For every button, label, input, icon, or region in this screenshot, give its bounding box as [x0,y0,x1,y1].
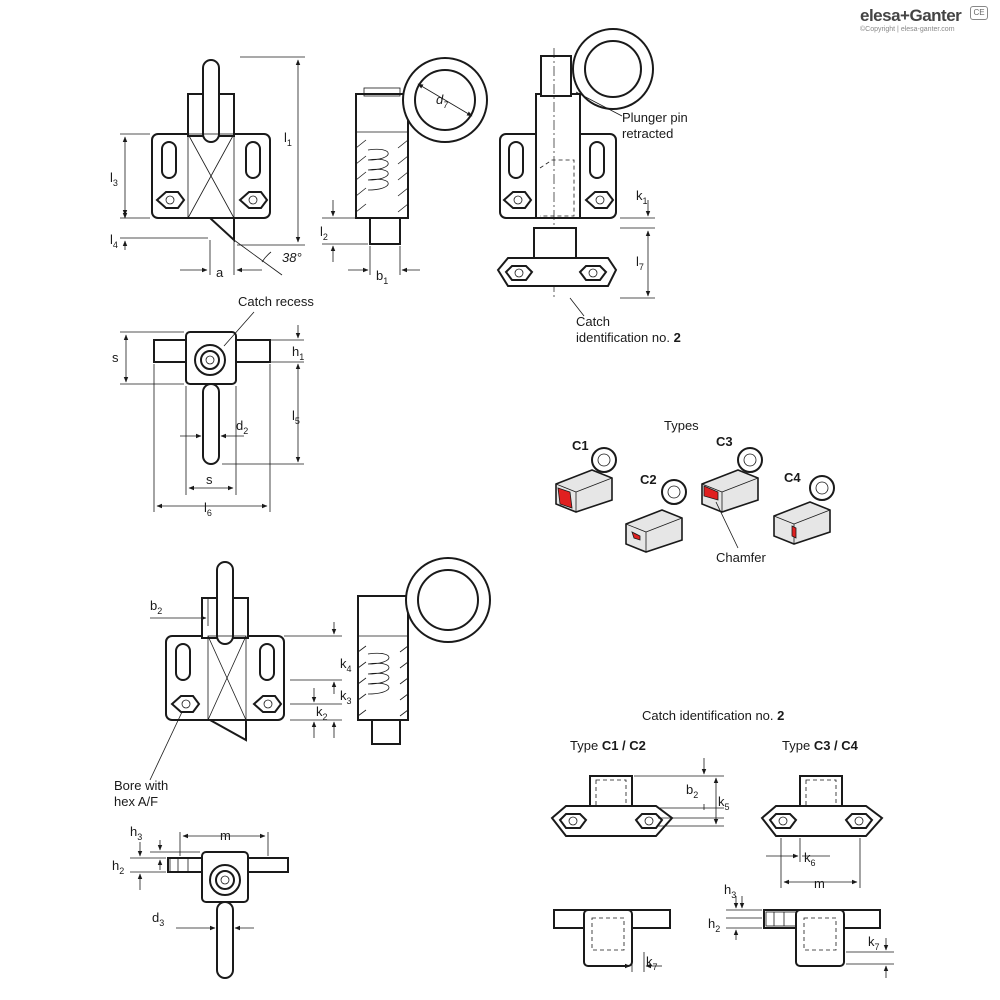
dim-l4: l4 [110,232,118,250]
dim-b1: b1 [376,268,388,286]
dim-h2-lower: h2 [112,858,124,876]
dim-l6: l6 [204,500,212,518]
dim-d7: d7 [436,92,449,110]
dim-b2: b2 [686,782,698,800]
bore-label-2: hex A/F [114,794,158,809]
catch-c1c2-front [550,758,724,837]
type-c4-label: C4 [784,470,801,485]
dim-k1: k1 [636,188,648,206]
plunger-retracted-label: Plunger pin [622,110,688,125]
dim-k2: k2 [316,704,328,722]
dim-d3: d3 [152,910,164,928]
type-c2-illustration [625,479,687,553]
plunger-retracted-label-2: retracted [622,126,673,141]
side-section-view [322,57,488,275]
front-view [120,56,305,276]
type-c3c4-heading: Type C3 / C4 [782,738,859,753]
retracted-view [496,28,655,317]
dim-k3: k3 [340,688,352,706]
dim-s-vertical: s [112,350,119,365]
dim-s-horizontal: s [206,472,213,487]
dim-d2: d2 [236,418,248,436]
dim-m: m [814,876,825,891]
type-c3-illustration [701,447,763,513]
angle-38: 38° [282,250,302,265]
dim-k6: k6 [804,850,816,868]
dim-k7-right: k7 [868,934,880,952]
brand-logo: elesa+Ganter [860,6,962,25]
type-c1c2-heading: Type C1 / C2 [570,738,646,753]
dim-k5: k5 [718,794,730,812]
dim-l3: l3 [110,170,118,188]
dim-k4: k4 [340,656,352,674]
catch-ident-label: Catch [576,314,610,329]
type-c2-label: C2 [640,472,657,487]
catch-ident-title: Catch identification no. 2 [642,708,784,723]
brand-copyright: ©Copyright | elesa-ganter.com [860,26,955,33]
front-view-lower [149,561,342,781]
chamfer-label: Chamfer [716,550,767,565]
top-view-lower [130,832,289,979]
dim-h1: h1 [292,344,304,362]
catch-recess-label: Catch recess [238,294,314,309]
dim-l5: l5 [292,408,300,426]
dim-k7-left: k7 [646,954,658,972]
type-c1-illustration [555,447,617,513]
types-title: Types [664,418,699,433]
type-c4-illustration [773,475,835,545]
type-c3-label: C3 [716,434,733,449]
catch-c1c2-top [553,909,671,972]
ce-mark-icon: CE [970,6,988,20]
dim-a: a [216,265,224,280]
bore-label: Bore with [114,778,168,793]
dim-b2-lower: b2 [150,598,162,616]
top-view [120,311,304,512]
dim-h3: h3 [724,882,736,900]
dim-m-lower: m [220,828,231,843]
dim-l1: l1 [284,130,292,148]
side-section-view-lower [357,557,491,745]
dim-h3-lower: h3 [130,824,142,842]
catch-c3c4-top [726,896,894,978]
catch-ident-label-2: identification no. 2 [576,330,681,345]
chamfer-leader [715,501,739,549]
dim-h2: h2 [708,916,720,934]
catch-c3c4-front [760,775,884,888]
dim-l2: l2 [320,224,328,242]
dim-l7: l7 [636,254,644,272]
type-c1-label: C1 [572,438,589,453]
